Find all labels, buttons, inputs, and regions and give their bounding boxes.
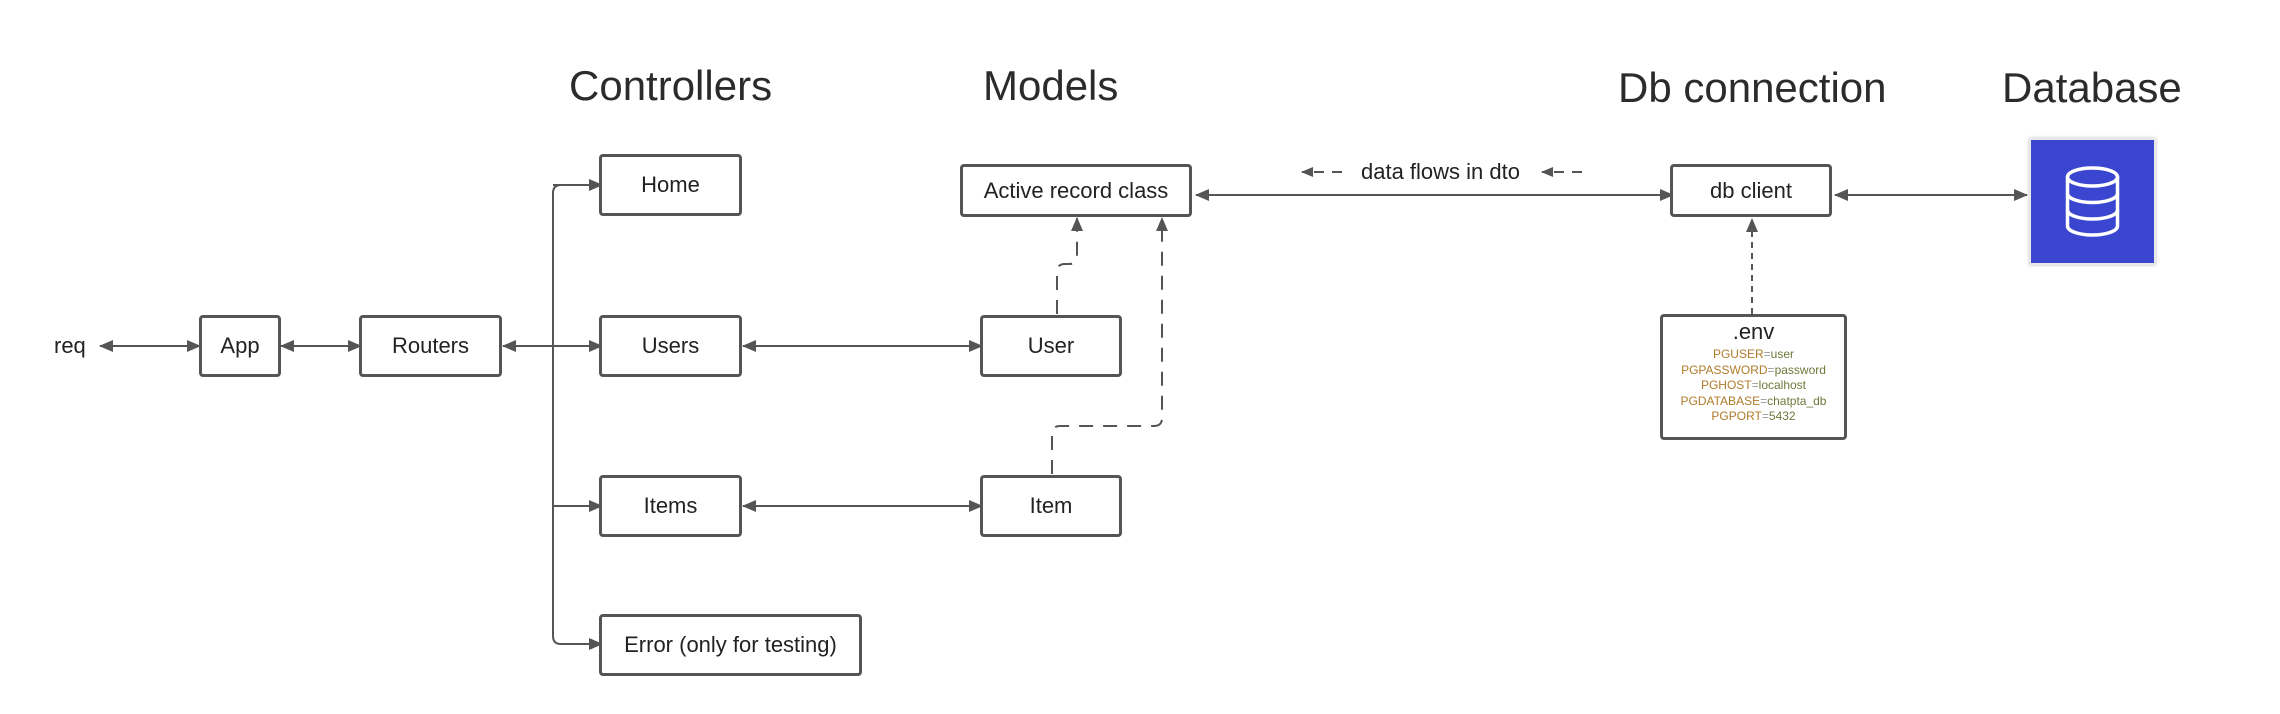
env-file-node: .env PGUSER=user PGPASSWORD=password PGH… [1660,314,1847,440]
item-model-node: Item [980,475,1122,537]
home-controller-node: Home [599,154,742,216]
env-value: chatpta_db [1767,393,1827,408]
env-key: PGPORT [1711,409,1762,424]
env-value: 5432 [1768,409,1796,424]
items-controller-node: Items [599,475,742,537]
active-record-node: Active record class [960,164,1192,217]
header-db-connection: Db connection [1618,64,1887,111]
env-key: PGPASSWORD [1681,362,1768,377]
env-equals: = [1760,393,1768,408]
edge-user-activerecord [1056,217,1083,314]
req-label: req [54,333,86,358]
header-database: Database [2002,64,2182,111]
env-key: PGDATABASE [1680,393,1761,408]
env-title: .env [1732,319,1775,344]
data-flow-label: data flows in dto [1361,159,1520,184]
header-models: Models [983,62,1119,109]
database-icon [2065,166,2120,237]
user-model-node: User [980,315,1122,377]
env-value: localhost [1758,378,1807,393]
env-value: password [1774,362,1826,377]
users-controller-node: Users [599,315,742,377]
edge-item-activerecord [1051,217,1168,474]
router-bus [552,184,562,645]
env-var-pguser: PGUSER=user [1663,347,1844,363]
env-equals: = [1761,409,1769,424]
env-var-pghost: PGHOST=localhost [1663,378,1844,394]
env-equals: = [1767,362,1775,377]
env-equals: = [1751,378,1759,393]
app-node: App [199,315,281,377]
env-var-pgdatabase: PGDATABASE=chatpta_db [1663,394,1844,410]
env-key: PGHOST [1700,378,1752,393]
env-key: PGUSER [1712,347,1764,361]
env-var-list: PGUSER=user PGPASSWORD=password PGHOST=l… [1663,347,1844,425]
database-node [2029,138,2156,265]
db-client-node: db client [1670,164,1832,217]
error-controller-node: Error (only for testing) [599,614,862,676]
env-var-pgport: PGPORT=5432 [1663,409,1844,425]
env-equals: = [1763,347,1771,361]
routers-node: Routers [359,315,502,377]
env-var-pgpassword: PGPASSWORD=password [1663,363,1844,379]
header-controllers: Controllers [569,62,773,109]
env-value: user [1770,347,1795,361]
